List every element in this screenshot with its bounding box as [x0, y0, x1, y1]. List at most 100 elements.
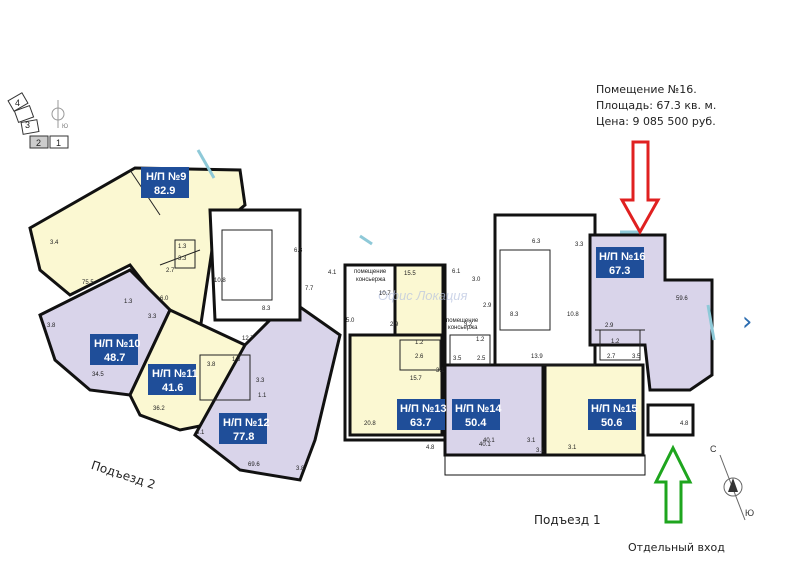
core-left [208, 208, 302, 322]
room-area: 75.5 [82, 280, 94, 286]
key-plan-1: 1 [56, 138, 61, 148]
unit-title: Н/П №13 [400, 403, 446, 415]
unit-title: Н/П №15 [591, 403, 637, 415]
unit-title: Н/П №14 [455, 403, 502, 415]
concierge-label-1b: консьержа [356, 277, 386, 283]
room-area: 20.8 [364, 421, 376, 427]
room-area: 40.1 [483, 438, 495, 444]
room-area: 1.2 [611, 339, 620, 345]
room-area: 6.0 [160, 296, 169, 302]
room-area: 3.3 [178, 256, 187, 262]
room-area: 3.1 [196, 430, 205, 436]
unit-title: Н/П №16 [599, 251, 645, 263]
unit-title: Н/П №11 [152, 368, 198, 380]
compass-south-small: Ю [62, 124, 68, 130]
key-plan-3: 3 [25, 120, 30, 130]
key-plan-2: 2 [36, 138, 41, 148]
room-area: 1.2 [415, 340, 424, 346]
room-area: 15.5 [404, 271, 416, 277]
key-plan-4: 4 [15, 98, 20, 108]
room-area: 3.4 [50, 240, 59, 246]
unit-title: Н/П №10 [94, 338, 140, 350]
room-area: 36.2 [153, 406, 165, 412]
room-area: 2.9 [605, 323, 614, 329]
room-area: 1.5 [232, 357, 241, 363]
room-area: 1.2 [476, 337, 485, 343]
room-area: 40.1 [479, 442, 491, 448]
glazing [196, 149, 716, 341]
room-area: 2.7 [166, 268, 175, 274]
concierge-label-2b: консьержа [448, 325, 478, 331]
compass-small: Ю [62, 124, 68, 130]
compass-north: С [710, 444, 717, 454]
room-area: 3.8 [296, 466, 305, 472]
unit-title: Н/П №12 [223, 417, 269, 429]
room-price: Цена: 9 085 500 руб. [596, 115, 716, 128]
building-left-wing [28, 166, 342, 482]
room-area: 6.1 [452, 269, 461, 275]
separate-entrance-label: Отдельный вход [628, 541, 725, 554]
unit-area: 77.8 [233, 431, 254, 443]
room-area: 10.8 [214, 278, 226, 284]
room-area: 12.7 [242, 336, 254, 342]
concierge-label-1: помещение [354, 269, 387, 275]
unit-area: 50.6 [601, 417, 622, 429]
room-area: 3.3 [256, 378, 265, 384]
room-area: 10.7 [379, 291, 391, 297]
unit-label-np10[interactable]: Н/П №10 48.7 [90, 334, 140, 365]
unit-label-np14[interactable]: Н/П №14 50.4 [452, 399, 502, 430]
room-area: 2.9 [390, 322, 399, 328]
entrance-arrow [653, 444, 693, 524]
room-area: 1.3 [178, 244, 187, 250]
unit-area: 63.7 [410, 417, 431, 429]
room-title: Помещение №16. [596, 83, 697, 96]
room-area: 3.3 [148, 314, 157, 320]
entrance-1-label: Подъезд 1 [534, 513, 601, 527]
room-area: 3.1 [436, 368, 445, 374]
concierge-label-2: помещение [446, 318, 479, 324]
room-area: 1.3 [124, 299, 133, 305]
room-area: 6.3 [294, 248, 303, 254]
watermark: Офис Локация [378, 288, 467, 303]
room-area: 3.0 [472, 277, 481, 283]
room-info-panel: Помещение №16. Площадь: 67.3 кв. м. Цена… [596, 82, 716, 130]
room-area: 3.1 [568, 445, 577, 451]
room-area: 3.1 [536, 448, 545, 454]
room-area: 13.9 [531, 354, 543, 360]
room-area: 1.1 [258, 393, 267, 399]
unit-area: 41.6 [162, 382, 183, 394]
highlight-arrow [619, 140, 661, 236]
unit-area: 67.3 [609, 265, 630, 277]
room-area: 4.1 [328, 270, 337, 276]
room-area: 3.2 [464, 322, 473, 328]
unit-label-np12[interactable]: Н/П №12 77.8 [219, 413, 269, 444]
room-area-labels: 3.475.52.71.33.36.310.84.17.78.312.76.03… [47, 239, 689, 472]
compass: С Ю [710, 444, 754, 521]
room-area: 2.6 [415, 354, 424, 360]
unit-label-np11[interactable]: Н/П №11 41.6 [148, 364, 198, 395]
room-area: 34.5 [92, 372, 104, 378]
room-area: 4.8 [426, 445, 435, 451]
next-arrow-icon[interactable]: › [742, 307, 753, 337]
room-area: 3.1 [527, 438, 536, 444]
room-area: 15.7 [410, 376, 422, 382]
unit-label-np15[interactable]: Н/П №15 50.6 [588, 399, 637, 430]
room-area: 2.9 [483, 303, 492, 309]
room-area: 59.6 [676, 296, 688, 302]
unit-label-np13[interactable]: Н/П №13 63.7 [397, 399, 446, 430]
room-area: 3.8 [207, 362, 216, 368]
room-area: 6.3 [532, 239, 541, 245]
room-area: 3.5 [453, 356, 462, 362]
compass-south: Ю [745, 508, 754, 518]
unit-label-np16[interactable]: Н/П №16 67.3 [596, 247, 645, 278]
room-area: Площадь: 67.3 кв. м. [596, 99, 717, 112]
unit-area: 48.7 [104, 352, 125, 364]
room-area: 3.3 [575, 242, 584, 248]
room-area: 69.6 [248, 462, 260, 468]
room-area: 2.5 [477, 356, 486, 362]
unit-label-np9[interactable]: Н/П №9 82.9 [141, 167, 189, 198]
unit-title: Н/П №9 [146, 171, 186, 183]
unit-area: 50.4 [465, 417, 487, 429]
unit-area: 82.9 [154, 185, 175, 197]
